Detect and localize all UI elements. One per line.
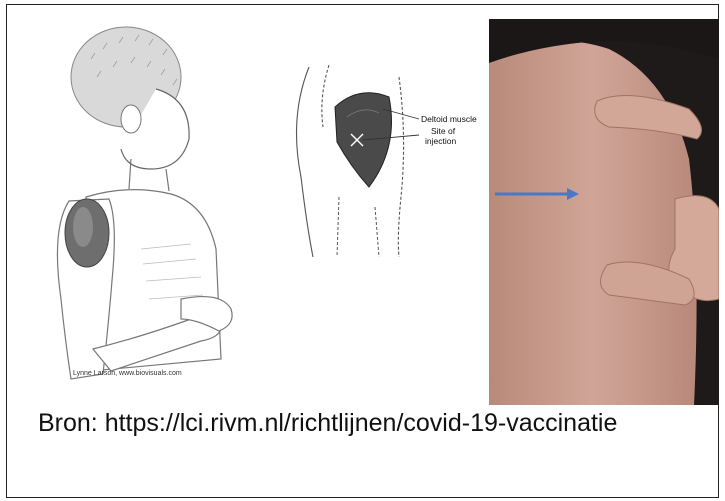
child-arm-illustration: Lynne Larson, www.biovisuals.com (31, 19, 251, 391)
diagram-label-injection: injection (425, 136, 456, 146)
illustration-credit: Lynne Larson, www.biovisuals.com (73, 370, 182, 377)
arm-photo-svg (489, 19, 719, 405)
diagram-label-deltoid: Deltoid muscle (421, 114, 477, 124)
diagram-label-site: Site of (431, 126, 456, 136)
source-caption: Bron: https://lci.rivm.nl/richtlijnen/co… (38, 403, 678, 443)
document-frame: Lynne Larson, www.biovisuals.com Deltoid… (6, 4, 719, 498)
deltoid-diagram-svg: Deltoid muscle Site of injection (279, 57, 499, 267)
arm-photo (489, 19, 719, 405)
child-illustration-svg: Lynne Larson, www.biovisuals.com (31, 19, 251, 391)
deltoid-diagram: Deltoid muscle Site of injection (279, 57, 499, 267)
